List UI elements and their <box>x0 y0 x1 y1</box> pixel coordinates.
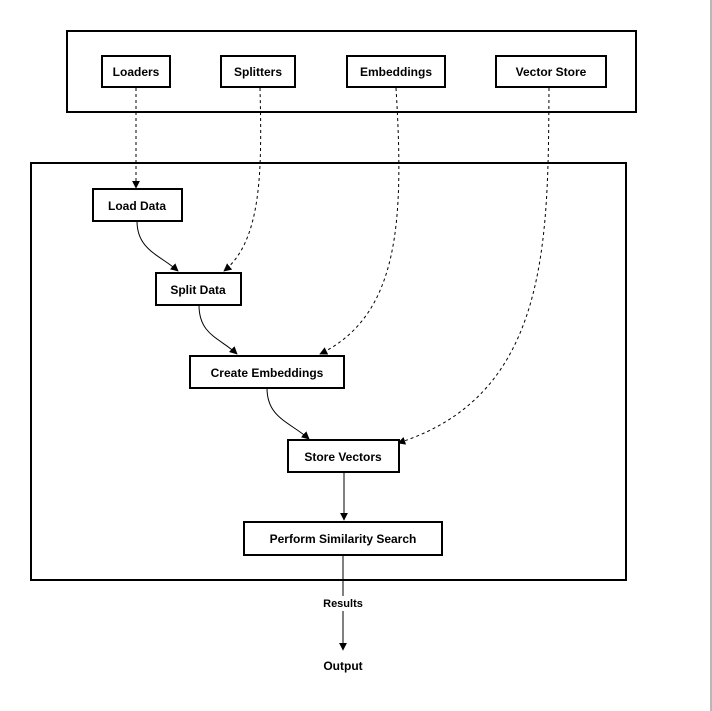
edge-splitters-to-split-data <box>223 87 262 272</box>
split-data-label: Split Data <box>170 283 226 297</box>
vector-store-node[interactable]: Vector Store <box>495 55 607 88</box>
store-vectors-node[interactable]: Store Vectors <box>287 439 400 473</box>
loaders-label: Loaders <box>113 65 160 79</box>
load-data-label: Load Data <box>108 199 166 213</box>
output-label: Output <box>323 659 362 673</box>
pipeline-container <box>30 162 627 581</box>
vector-store-label: Vector Store <box>516 65 587 79</box>
window-edge <box>710 0 712 711</box>
edge-create-embeddings-to-store-vectors <box>266 387 310 440</box>
splitters-node[interactable]: Splitters <box>220 55 296 88</box>
edge-vector-store-to-store-vectors <box>397 87 550 445</box>
loaders-node[interactable]: Loaders <box>101 55 171 88</box>
split-data-node[interactable]: Split Data <box>155 272 242 306</box>
embeddings-node[interactable]: Embeddings <box>346 55 446 88</box>
edge-embeddings-to-create-embeddings <box>319 87 400 355</box>
create-embeddings-node[interactable]: Create Embeddings <box>189 355 345 389</box>
load-data-node[interactable]: Load Data <box>92 188 183 222</box>
results-edge-label: Results <box>320 596 366 611</box>
store-vectors-label: Store Vectors <box>304 450 382 464</box>
edge-load-data-to-split-data <box>136 220 179 272</box>
similarity-search-label: Perform Similarity Search <box>270 532 417 546</box>
splitters-label: Splitters <box>234 65 282 79</box>
similarity-search-node[interactable]: Perform Similarity Search <box>243 521 443 556</box>
create-embeddings-label: Create Embeddings <box>211 366 324 380</box>
edge-split-data-to-create-embeddings <box>198 304 238 355</box>
embeddings-label: Embeddings <box>360 65 432 79</box>
components-container <box>66 30 637 113</box>
results-label: Results <box>323 598 363 610</box>
